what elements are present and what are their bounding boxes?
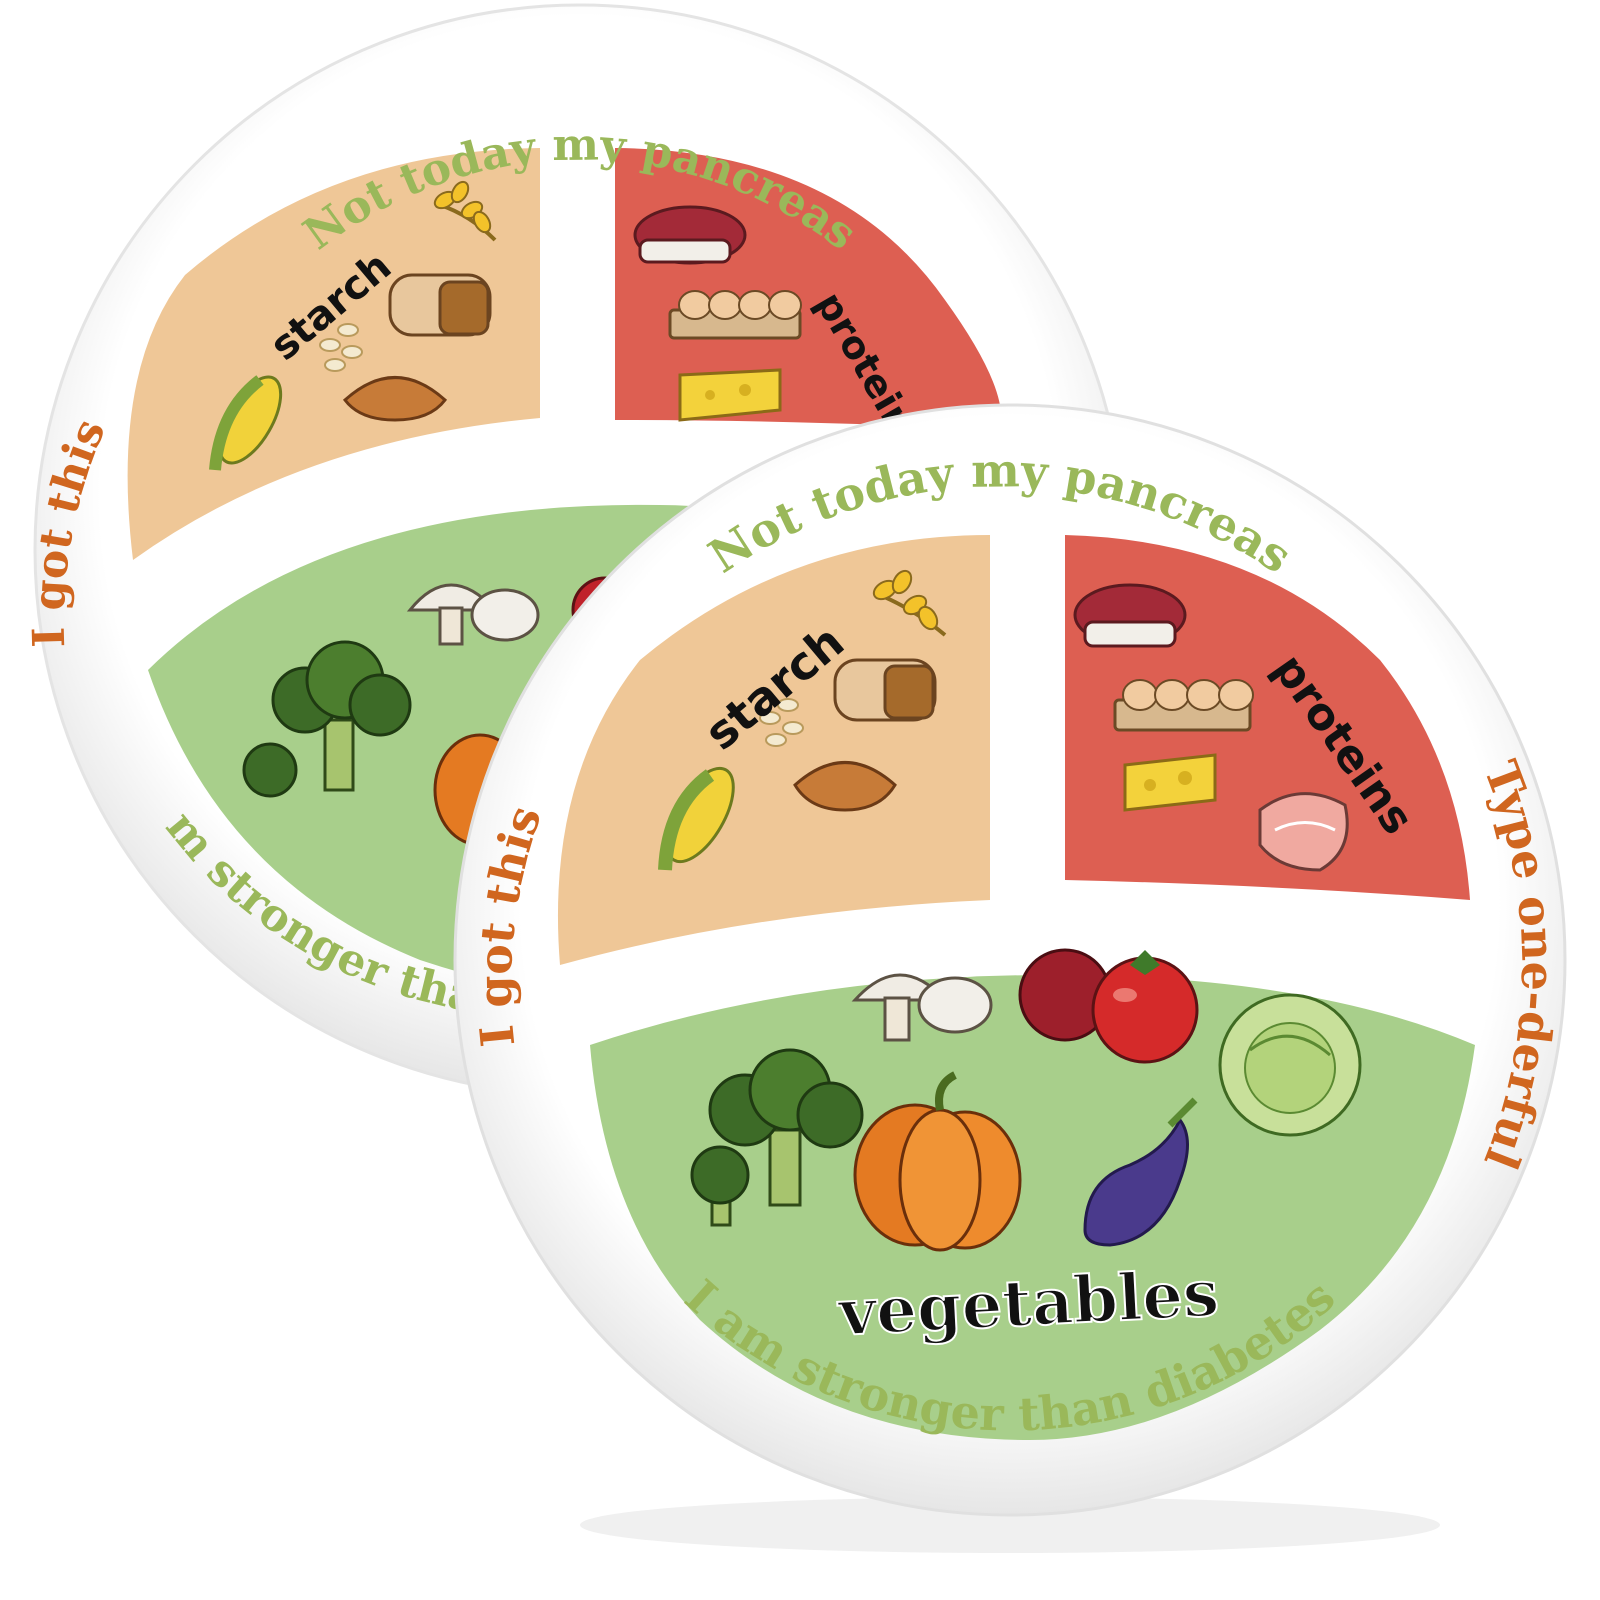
corn-icon [209,375,283,471]
croissant-icon [793,761,897,812]
rice-icon [759,698,804,747]
wheat-icon [433,180,497,242]
eggs-icon [1113,679,1254,732]
eggplant-icon [1083,1097,1198,1247]
corn-icon [658,766,735,871]
mushroom-icon [851,973,993,1042]
cheese-icon [1123,753,1217,812]
front-plate: starch proteins vegetables Not today my … [453,403,1567,1517]
croissant-icon [342,376,448,422]
lettuce-icon [1218,993,1362,1137]
bread-icon [388,273,492,337]
steak-icon [633,205,747,265]
eggs-icon [668,290,802,340]
broccoli-icon [690,1048,864,1227]
bread-icon [833,658,937,722]
pumpkin-icon [853,1071,1022,1252]
steak-icon [1073,583,1187,648]
cheese-icon [678,368,782,422]
tomato-icon [1018,948,1199,1064]
salmon-icon [1258,792,1349,872]
reflection [580,1497,1440,1553]
rice-icon [319,323,363,372]
broccoli-icon [242,640,412,798]
mushroom-icon [406,583,540,646]
wheat-icon [872,569,947,637]
